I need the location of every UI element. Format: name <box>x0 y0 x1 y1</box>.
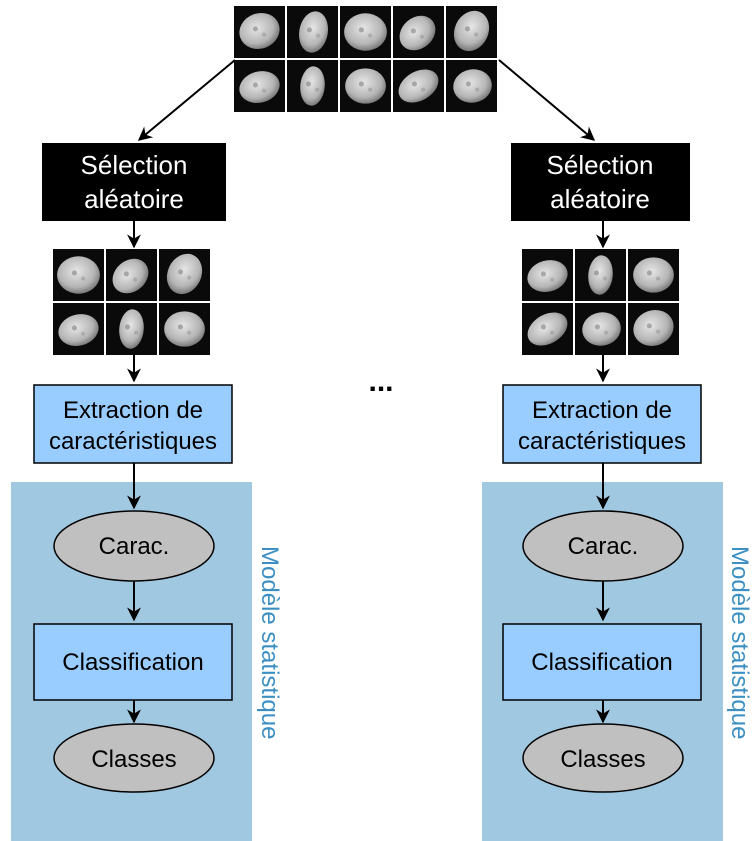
selection-label-line2-right: aléatoire <box>550 184 650 214</box>
cell-image-tile <box>53 249 104 301</box>
cell-nucleus <box>527 312 568 346</box>
classification-box-left <box>33 623 233 701</box>
cell-image-tile <box>234 6 285 58</box>
cell-image-tile <box>287 6 338 58</box>
cell-nucleus <box>399 15 436 51</box>
extraction-box-left <box>33 384 233 464</box>
cell-nucleus <box>588 255 613 295</box>
cell-image-tile <box>522 303 573 355</box>
classes-label-left: Classes <box>91 746 176 773</box>
ellipsis: ... <box>368 365 393 398</box>
cell-image-tile <box>446 60 497 112</box>
classes-oval-right <box>522 723 684 793</box>
cell-image-tile <box>106 303 157 355</box>
extraction-label-line2-right: caractéristiques <box>518 428 686 455</box>
top-cell-image-grid <box>234 6 497 112</box>
model-label-left: Modèle statistique <box>256 546 283 739</box>
extraction-label-line1-left: Extraction de <box>63 397 203 424</box>
cell-image-tile <box>575 303 626 355</box>
cell-image-tile <box>159 249 210 301</box>
features-label-right: Carac. <box>568 533 639 560</box>
features-label-left: Carac. <box>99 533 170 560</box>
cell-nucleus <box>453 10 490 52</box>
cell-nucleus <box>633 257 674 293</box>
cell-nucleus <box>164 311 205 347</box>
cell-nucleus <box>239 12 280 49</box>
cell-nucleus <box>239 71 280 104</box>
cell-nucleus <box>58 314 99 347</box>
cell-image-tile <box>234 60 285 112</box>
cell-nucleus <box>57 256 100 294</box>
selection-box-right <box>511 143 690 221</box>
classification-box-right <box>502 623 702 701</box>
branch-left: Sélection aléatoire Extraction de caract… <box>33 143 283 793</box>
cell-image-tile <box>522 249 573 301</box>
cell-nucleus <box>453 69 492 103</box>
cell-nucleus <box>345 68 386 104</box>
cell-nucleus <box>299 11 329 53</box>
cell-image-tile <box>393 6 444 58</box>
cell-image-tile <box>628 249 679 301</box>
cell-image-tile <box>159 303 210 355</box>
cell-image-tile <box>106 249 157 301</box>
cell-nucleus <box>398 69 439 103</box>
sample-cell-image-grid-left <box>53 249 210 355</box>
sample-cell-image-grid-right <box>522 249 679 355</box>
cell-image-tile <box>575 249 626 301</box>
selection-label-line1-right: Sélection <box>547 150 654 180</box>
classification-label-left: Classification <box>62 649 203 676</box>
selection-box-left <box>42 143 226 221</box>
cell-image-tile <box>340 6 391 58</box>
cell-image-tile <box>628 303 679 355</box>
cell-image-tile <box>393 60 444 112</box>
cell-nucleus <box>119 309 144 349</box>
arrow-top-to-right-selection <box>498 59 596 141</box>
classification-label-right: Classification <box>531 649 672 676</box>
selection-label-line1-left: Sélection <box>81 150 188 180</box>
selection-label-line2-left: aléatoire <box>84 184 184 214</box>
cell-nucleus <box>112 258 149 294</box>
extraction-label-line2-left: caractéristiques <box>49 428 217 455</box>
cell-nucleus <box>344 13 387 51</box>
cell-nucleus <box>527 260 568 293</box>
cell-image-tile <box>446 6 497 58</box>
cell-image-tile <box>287 60 338 112</box>
classes-oval-left <box>53 723 215 793</box>
cell-nucleus <box>582 312 621 346</box>
cell-nucleus <box>633 309 674 346</box>
arrow-top-to-left-selection <box>137 59 236 141</box>
cell-image-tile <box>340 60 391 112</box>
extraction-box-right <box>502 384 702 464</box>
classes-label-right: Classes <box>560 746 645 773</box>
cell-nucleus <box>300 66 325 106</box>
cell-nucleus <box>166 253 203 295</box>
extraction-label-line1-right: Extraction de <box>532 397 672 424</box>
cell-image-tile <box>53 303 104 355</box>
model-label-right: Modèle statistique <box>726 546 753 739</box>
branch-right: Sélection aléatoire Extraction de caract… <box>502 143 753 793</box>
